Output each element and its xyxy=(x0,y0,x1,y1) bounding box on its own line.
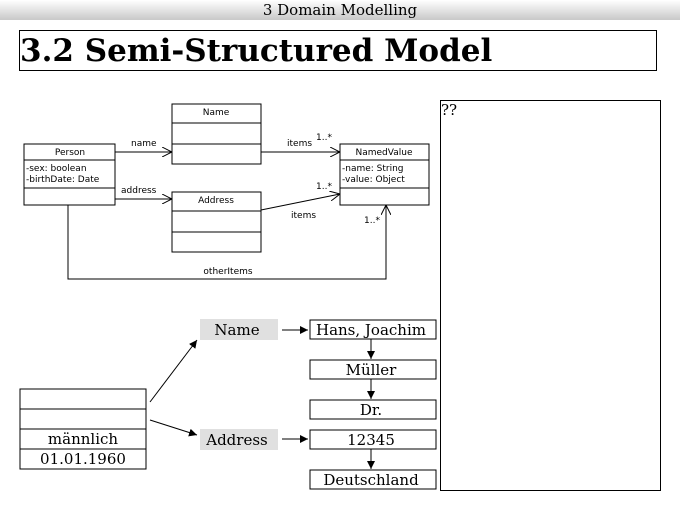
name-value-chain: Hans, Joachim Müller Dr. xyxy=(309,319,437,420)
uml-association-name-label: name xyxy=(131,139,157,149)
chapter-title: 3 Domain Modelling xyxy=(262,1,418,19)
uml-named-value-attr-value: -value: Object xyxy=(342,175,405,185)
person-row-sex: männlich xyxy=(48,430,118,448)
placeholder-box: ?? xyxy=(440,100,661,491)
instance-address-label-text: Address xyxy=(205,431,267,449)
arrow-person-to-address xyxy=(149,419,198,437)
uml-items-label-top: items xyxy=(287,139,312,149)
chapter-header: 3 Domain Modelling xyxy=(0,0,680,20)
uml-class-name: Name xyxy=(171,103,262,165)
address-value-1: 12345 xyxy=(347,431,395,449)
name-value-1: Hans, Joachim xyxy=(316,321,426,339)
uml-class-person: Person -sex: boolean -birthDate: Date xyxy=(23,143,116,206)
uml-multiplicity-top: 1..* xyxy=(316,133,332,143)
uml-association-address: address xyxy=(115,186,172,199)
uml-association-name: name xyxy=(115,139,172,152)
uml-class-named-value: NamedValue -name: String -value: Object xyxy=(339,143,430,206)
address-value-2: Deutschland xyxy=(323,471,419,489)
slide-title: 3.2 Semi-Structured Model xyxy=(20,33,493,69)
slide-title-box: 3.2 Semi-Structured Model xyxy=(19,30,657,71)
uml-association-items-address: items 1..* xyxy=(260,182,340,221)
uml-class-name-title: Name xyxy=(203,108,230,118)
arrow-person-to-name xyxy=(149,339,198,403)
uml-person-attr-birthdate: -birthDate: Date xyxy=(26,175,100,185)
instance-person-record: männlich 01.01.1960 xyxy=(19,388,147,470)
uml-items-label-mid: items xyxy=(291,211,316,221)
instance-name-label: Name xyxy=(200,319,278,340)
uml-class-address: Address xyxy=(171,191,262,253)
uml-named-value-attr-name: -name: String xyxy=(342,164,404,174)
uml-class-named-value-title: NamedValue xyxy=(356,148,413,158)
uml-person-attr-sex: -sex: boolean xyxy=(26,164,87,174)
uml-class-person-title: Person xyxy=(55,148,85,158)
uml-multiplicity-bottom: 1..* xyxy=(364,216,380,226)
address-value-chain: 12345 Deutschland xyxy=(309,429,437,490)
name-value-2: Müller xyxy=(346,361,397,379)
uml-class-address-title: Address xyxy=(198,196,234,206)
placeholder-text: ?? xyxy=(441,101,458,119)
uml-association-items-name: items 1..* xyxy=(261,133,340,152)
uml-other-items-label: otherItems xyxy=(203,267,252,277)
uml-multiplicity-mid: 1..* xyxy=(316,182,332,192)
instance-name-label-text: Name xyxy=(214,321,259,339)
uml-association-address-label: address xyxy=(121,186,157,196)
uml-association-other-items: otherItems 1..* xyxy=(67,205,386,280)
name-value-3: Dr. xyxy=(360,401,382,419)
person-row-birthdate: 01.01.1960 xyxy=(40,450,126,468)
instance-address-label: Address xyxy=(200,429,278,450)
